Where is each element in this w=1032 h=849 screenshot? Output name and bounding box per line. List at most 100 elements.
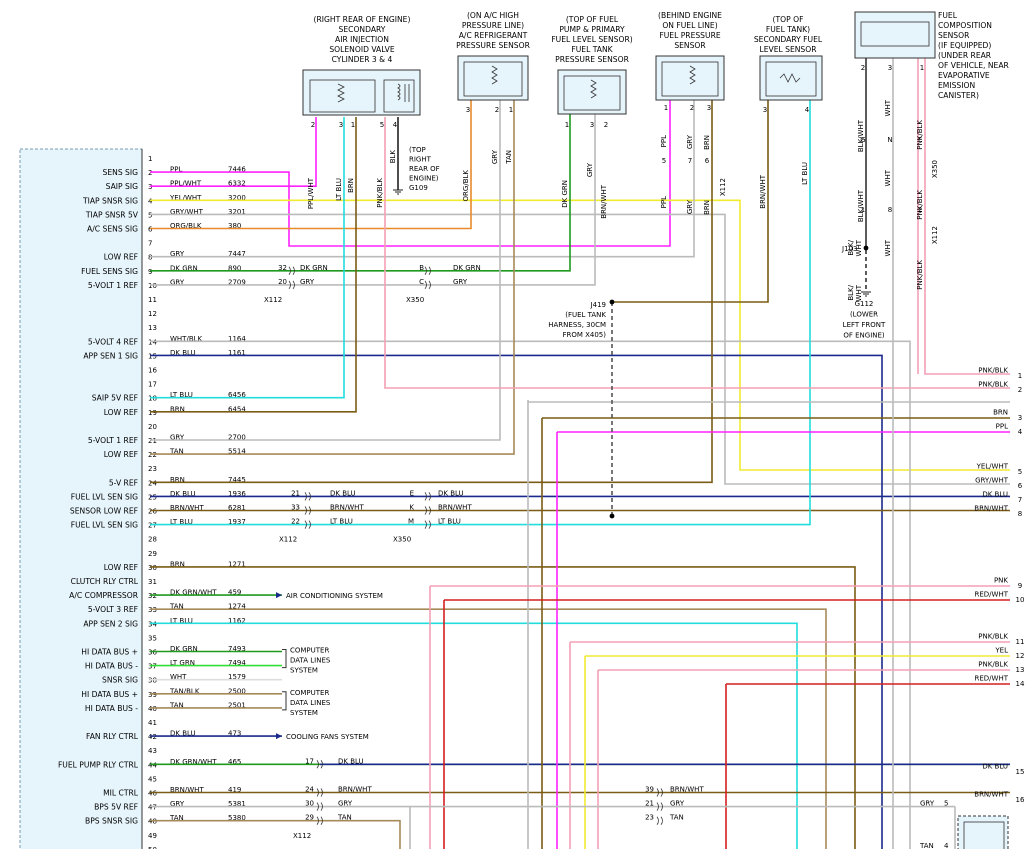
wire-dk-blu-1161: [150, 354, 883, 849]
inline-connector: [656, 802, 663, 811]
pin-label: 5: [380, 121, 384, 129]
pin-label: 1: [861, 206, 865, 214]
ground-g112-icon: [861, 291, 871, 297]
pin-function-label: FUEL PUMP RLY CTRL: [58, 760, 139, 769]
pin-number: 26: [148, 508, 157, 516]
pin-circuit-number: 7494: [228, 659, 246, 667]
pin-wire-color: LT BLU: [170, 518, 193, 526]
wire-brn-1271: [150, 566, 856, 849]
component-title-fuel-pressure: ON FUEL LINE): [662, 21, 717, 30]
pin-number: 18: [148, 395, 157, 403]
pin-label: N: [887, 136, 892, 144]
connector-label: X112: [264, 296, 282, 304]
pin-number: 33: [148, 606, 157, 614]
wire-label: PNK/BLK: [916, 120, 924, 150]
connector-pin: M: [408, 518, 414, 526]
wire-label: LT BLU: [330, 518, 353, 526]
pin-function-label: 5-VOLT 1 REF: [88, 281, 138, 290]
pin-label: 5: [662, 157, 666, 165]
pin-number: 16: [148, 367, 157, 375]
pin-label: 3: [707, 104, 711, 112]
pin-number: 40: [148, 705, 157, 713]
right-edge-wire-label: DK BLU: [982, 763, 1008, 771]
pin-function-label: A/C SENS SIG: [87, 225, 138, 234]
pin-wire-color: TAN: [169, 701, 184, 709]
pin-function-label: LOW REF: [104, 563, 138, 572]
inline-connector: [656, 816, 663, 825]
inline-connector: [424, 266, 431, 276]
right-edge-ref-number: 11: [1016, 638, 1025, 646]
component-title-fuel-composition: SENSOR: [938, 31, 970, 40]
right-edge-wire-label: PPL: [996, 423, 1008, 431]
pin-wire-color: PPL: [170, 166, 182, 174]
wire-label: BLK/WHT: [857, 119, 865, 152]
pin-wire-color: DK GRN: [170, 264, 198, 272]
wire-gry-2700: [150, 100, 501, 441]
pin-function-label: SENSOR LOW REF: [70, 507, 138, 516]
pin-circuit-number: 1274: [228, 603, 246, 611]
pin-circuit-number: 2709: [228, 278, 246, 286]
inline-connector: [424, 520, 431, 529]
pin-function-label: 5-VOLT 3 REF: [88, 605, 138, 614]
connector-pin: 33: [291, 504, 300, 512]
right-edge-ref-number: 5: [1018, 468, 1022, 476]
connector-pin: 20: [278, 278, 287, 286]
pin-label: 8: [888, 206, 892, 214]
pin-circuit-number: 2700: [228, 434, 246, 442]
pin-label: 3: [590, 121, 594, 129]
connector-pin: 5: [944, 800, 948, 808]
wire-label: PNK/BLK: [916, 190, 924, 220]
right-edge-wire-label: RED/WHT: [975, 591, 1009, 599]
pin-wire-color: TAN: [169, 448, 184, 456]
pin-number: 11: [148, 296, 157, 304]
connector-pin: E: [410, 489, 414, 497]
system-label-data-2: COMPUTER: [290, 689, 329, 697]
wire-yel-wht-3200: [150, 199, 1010, 471]
bracket-data-2: [282, 691, 287, 711]
wire-pnk-blk-air-inj: [384, 117, 1010, 389]
ground-label: (LOWER: [850, 311, 878, 319]
pin-number: 7: [148, 240, 152, 248]
pin-number: 5: [148, 211, 152, 219]
connector-label: X112: [293, 832, 311, 840]
pin-circuit-number: 1161: [228, 349, 246, 357]
right-edge-ref-number: 13: [1016, 666, 1025, 674]
wire-label: PPL: [660, 135, 668, 147]
wire-tan-5514: [150, 100, 515, 455]
pin-function-label: SAIP 5V REF: [92, 394, 138, 403]
component-title-fuel-pressure: FUEL PRESSURE: [659, 31, 720, 40]
pin-function-label: FAN RLY CTRL: [86, 732, 139, 741]
wire-gry-5381: [150, 805, 411, 849]
pin-number: 43: [148, 747, 157, 755]
component-title-fuel-tank-sensor: FUEL LEVEL SENSOR): [551, 35, 632, 44]
inline-connector: [288, 266, 295, 276]
pin-wire-color: DK BLU: [170, 349, 196, 357]
component-title-ac-sensor: A/C REFRIGERANT: [459, 31, 528, 40]
wire-label: GRY: [300, 278, 315, 286]
component-title-air-injection: SECONDARY: [339, 25, 386, 34]
splice-j419: [609, 299, 615, 305]
wire-dk-grn-890: [150, 114, 571, 272]
wire-label: ORG/BLK: [462, 170, 470, 202]
right-edge-ref-number: 14: [1016, 680, 1025, 688]
pin-circuit-number: 1162: [228, 617, 246, 625]
pin-label: 4: [393, 121, 398, 129]
pin-wire-color: WHT/BLK: [170, 335, 203, 343]
wire-label: LT BLU: [438, 518, 461, 526]
pin-label: 2: [690, 104, 694, 112]
pin-function-label: FUEL LVL SEN SIG: [71, 492, 138, 501]
pin-circuit-number: 2501: [228, 701, 246, 709]
wire-label: DK BLU: [438, 489, 464, 497]
system-label-ac: AIR CONDITIONING SYSTEM: [286, 592, 383, 600]
wire-label: BRN: [703, 135, 711, 150]
pin-function-label: 5-VOLT 4 REF: [88, 337, 138, 346]
component-title-fuel-composition: (UNDER REAR: [938, 51, 992, 60]
splice-label: J103: [841, 245, 857, 253]
pin-label: 4: [805, 106, 810, 114]
connector-pin: 4: [944, 842, 949, 849]
pin-label: 2: [604, 121, 608, 129]
right-edge-ref-number: 10: [1016, 596, 1025, 604]
